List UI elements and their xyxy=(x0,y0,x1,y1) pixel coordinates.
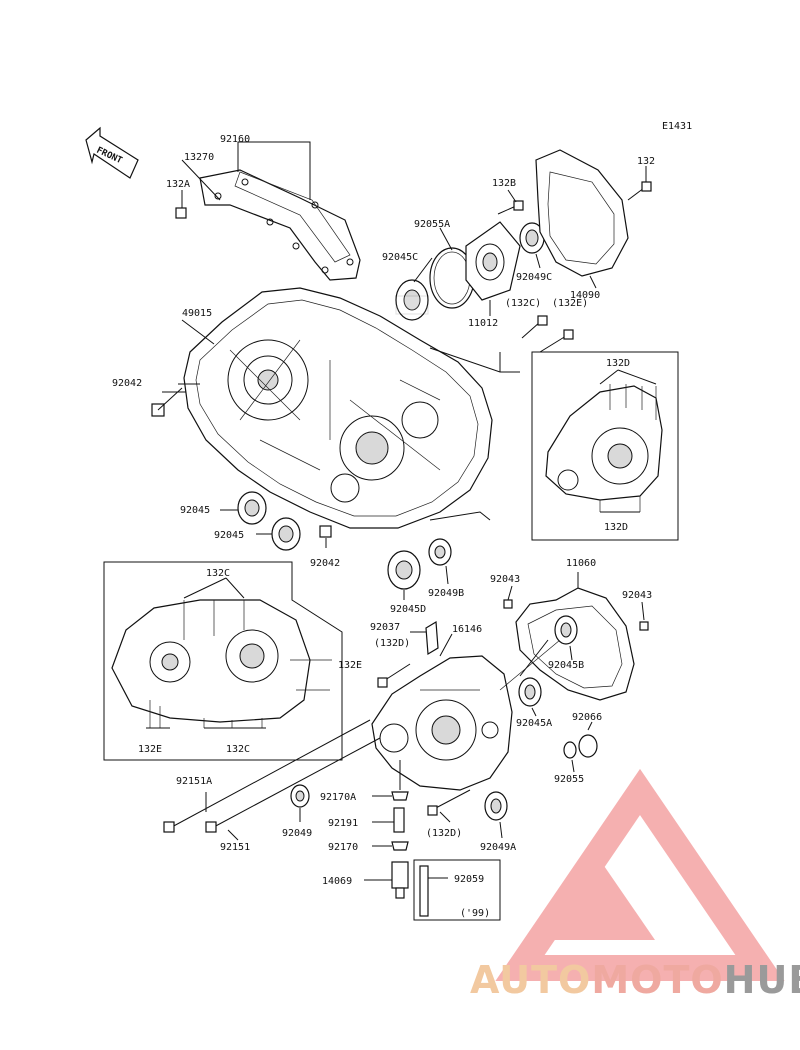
bearing-92045D xyxy=(387,550,421,590)
spacer-92191 xyxy=(393,807,405,833)
case-16146 xyxy=(371,639,561,791)
label-92042-a: 92042 xyxy=(112,378,142,389)
label-92066: 92066 xyxy=(572,712,602,723)
seal-92045A xyxy=(518,677,542,707)
gasket-92160 xyxy=(199,169,361,281)
label-132E-right: 132E xyxy=(338,660,362,671)
bolt-132 xyxy=(627,181,652,201)
label-16146: 16146 xyxy=(452,624,482,635)
automotohub-logo: AUTOMOTOHUB xyxy=(470,958,800,1008)
dowel-92043-b xyxy=(639,621,649,631)
label-92045D: 92045D xyxy=(390,604,426,615)
bolt-92151A xyxy=(163,719,371,833)
label-92045A: 92045A xyxy=(516,718,552,729)
label-92043-a: 92043 xyxy=(490,574,520,585)
bolt-92151 xyxy=(205,737,381,833)
label-92037: 92037 xyxy=(370,622,400,633)
label-132C-top: 132C xyxy=(206,568,230,579)
label-132D-bottom: 132D xyxy=(604,522,628,533)
label-92045-a: 92045 xyxy=(180,505,210,516)
label-11012: 11012 xyxy=(468,318,498,329)
bearing-92045-a xyxy=(237,491,267,525)
label-132D-top: 132D xyxy=(606,358,630,369)
label-92160: 92160 xyxy=(220,134,250,145)
seal-92049C xyxy=(519,222,545,254)
filter-14069 xyxy=(391,861,409,899)
bolt-132D-b xyxy=(427,789,471,816)
pin-92059 xyxy=(419,865,429,917)
bolt-132E xyxy=(539,329,574,353)
crankcase-cover-49015 xyxy=(183,287,493,529)
label-92042-b: 92042 xyxy=(310,558,340,569)
label-92055: 92055 xyxy=(554,774,584,785)
bearing-92045C xyxy=(395,279,429,321)
bolt-132A xyxy=(175,207,187,219)
logo-hub: HUB xyxy=(723,958,800,1002)
label-132D-paren-a: (132D) xyxy=(374,638,410,649)
label-92045C: 92045C xyxy=(382,252,418,263)
label-92043-b: 92043 xyxy=(622,590,652,601)
inset-92059-box xyxy=(413,859,501,921)
label-92151: 92151 xyxy=(220,842,250,853)
label-132A: 132A xyxy=(166,179,190,190)
dowel-92042-b xyxy=(319,525,332,538)
label-92049: 92049 xyxy=(282,828,312,839)
label-132B: 132B xyxy=(492,178,516,189)
label-92191: 92191 xyxy=(328,818,358,829)
label-92049A: 92049A xyxy=(480,842,516,853)
seal-92049A xyxy=(484,791,508,821)
label-92045B: 92045B xyxy=(548,660,584,671)
label-92045-b: 92045 xyxy=(214,530,244,541)
front-arrow-icon: FRONT xyxy=(85,126,139,179)
logo-auto: AUTO xyxy=(470,958,592,1002)
cover-detail-132D xyxy=(545,384,663,512)
fitting-92170 xyxy=(391,841,409,851)
seal-92045B xyxy=(554,615,578,645)
label-132D-paren-b: (132D) xyxy=(426,828,462,839)
washer-92055 xyxy=(563,741,577,759)
label-132: 132 xyxy=(637,156,655,167)
label-99: ('99) xyxy=(460,908,490,919)
seal-92049 xyxy=(290,784,310,808)
label-92049B: 92049B xyxy=(428,588,464,599)
label-92170A: 92170A xyxy=(320,792,356,803)
gasket-14090 xyxy=(535,149,629,277)
label-92151A: 92151A xyxy=(176,776,212,787)
fitting-92170A xyxy=(391,791,409,801)
label-92170: 92170 xyxy=(328,842,358,853)
bolt-132D-a xyxy=(377,663,411,688)
watermark-triangle xyxy=(495,768,785,981)
label-14069: 14069 xyxy=(322,876,352,887)
bolt-132C xyxy=(521,315,548,339)
bolt-132B xyxy=(497,200,524,215)
diagram-code: E1431 xyxy=(662,121,692,132)
logo-moto: MOTO xyxy=(591,958,724,1002)
inset-132C-box xyxy=(103,561,343,761)
label-132C-bottom: 132C xyxy=(226,744,250,755)
label-92049C: 92049C xyxy=(516,272,552,283)
label-14090: 14090 xyxy=(570,290,600,301)
label-13270: 13270 xyxy=(184,152,214,163)
inset-132D-box xyxy=(531,351,679,541)
bracket-92037 xyxy=(425,620,439,656)
case-detail-132C xyxy=(111,599,332,728)
label-132C-paren: (132C) xyxy=(505,298,541,309)
housing-11012 xyxy=(465,221,521,301)
label-92055A: 92055A xyxy=(414,219,450,230)
plug-92066 xyxy=(578,734,598,758)
label-132E-bottom: 132E xyxy=(138,744,162,755)
label-132E-paren: (132E) xyxy=(552,298,588,309)
label-49015: 49015 xyxy=(182,308,212,319)
bearing-92045-b xyxy=(271,517,301,551)
seal-92049B xyxy=(428,538,452,566)
label-92059: 92059 xyxy=(454,874,484,885)
label-11060: 11060 xyxy=(566,558,596,569)
dowel-92043-a xyxy=(503,599,513,609)
gasket-11060 xyxy=(515,587,635,701)
